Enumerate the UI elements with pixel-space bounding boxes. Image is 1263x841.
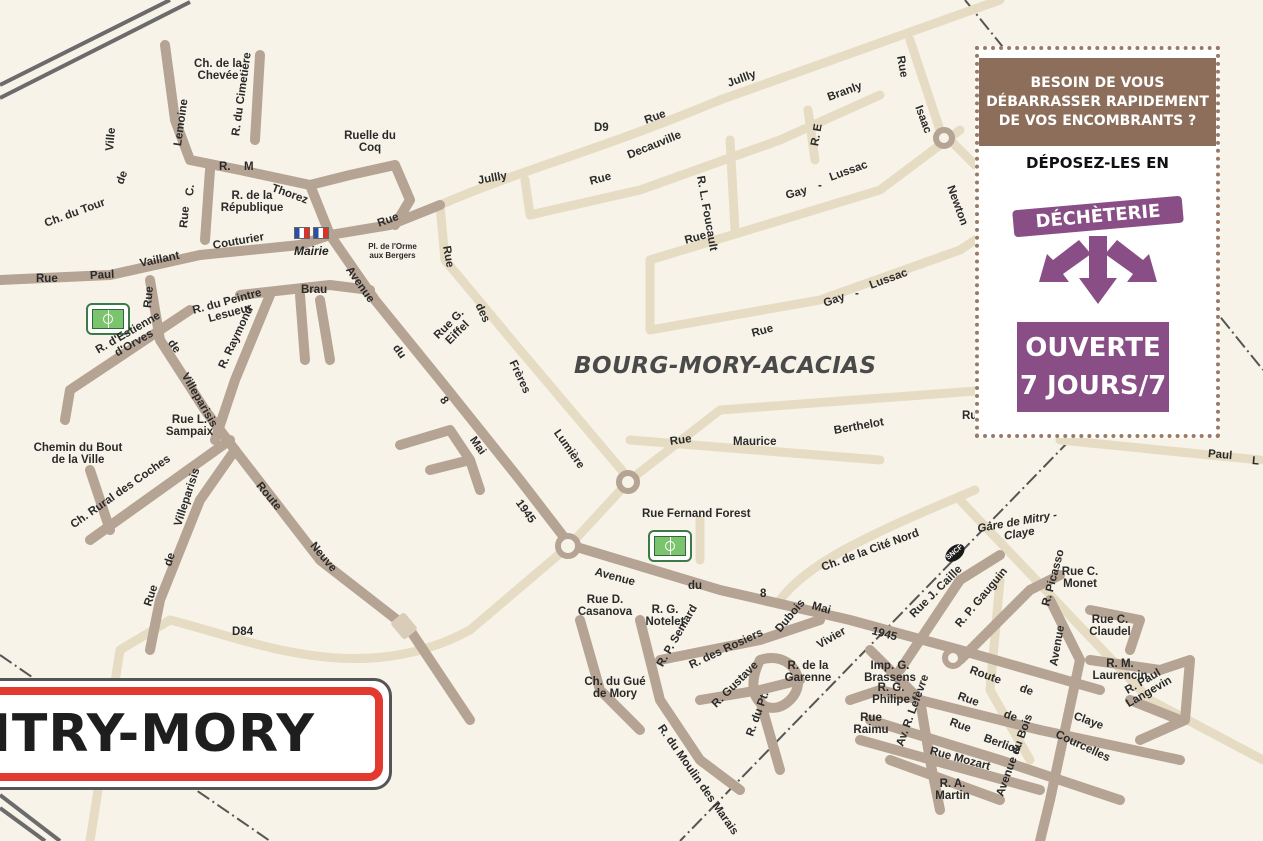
- street-label: du: [688, 580, 703, 592]
- road-label: D84: [232, 626, 254, 638]
- street-label: Rue Raimu: [853, 712, 889, 736]
- street-label: L: [1251, 455, 1260, 468]
- street-label: R. de la République: [220, 190, 284, 214]
- stadium-icon: [86, 303, 130, 335]
- street-label: Rue: [178, 205, 192, 229]
- street-label: M: [244, 161, 254, 173]
- flag-icon: [294, 227, 310, 239]
- panel-open-line2: 7 JOURS/7: [1019, 371, 1167, 401]
- main-roads: [0, 40, 1195, 841]
- stadium-icon: [648, 530, 692, 562]
- street-label: Ruelle du Coq: [344, 130, 396, 154]
- street-label: R. A. Martin: [935, 778, 970, 802]
- street-label: Rue L. Sampaix: [165, 414, 214, 438]
- street-label: 8: [760, 588, 767, 600]
- street-label: R. G. Philipe: [872, 682, 910, 706]
- street-label: Imp. G. Brassens: [864, 660, 916, 684]
- panel-decheterie: DÉCHÈTERIE: [1012, 195, 1184, 238]
- street-label: Ch. du Gué de Mory: [584, 676, 646, 700]
- arrows-icon: [1039, 236, 1157, 304]
- street-label: Chemin du Bout de la Ville: [33, 442, 123, 466]
- street-label: -: [855, 288, 859, 300]
- street-label: Rue D. Casanova: [577, 594, 633, 618]
- bridges: [391, 613, 417, 639]
- street-label: C.: [184, 184, 197, 197]
- road-label: D9: [594, 122, 609, 134]
- street-label: R. M. Laurencin: [1092, 658, 1148, 682]
- mairie-label: Mairie: [294, 244, 329, 258]
- panel-open-line1: OUVERTE: [1025, 333, 1161, 363]
- street-label: R. de la Garenne: [784, 660, 832, 684]
- city-sign-text: ITRY-MORY: [0, 704, 315, 764]
- street-label: Rue C. Claudel: [1089, 614, 1131, 638]
- panel-deposez: DÉPOSEZ-LES EN: [1026, 154, 1169, 172]
- street-label: R. G. Notelet: [645, 604, 685, 628]
- street-label: Rue: [36, 273, 58, 285]
- street-label: Brau: [301, 284, 328, 296]
- place-label: Pl. de l'Orme aux Bergers: [368, 242, 417, 260]
- street-label: Rue: [142, 285, 156, 309]
- street-label: Ville: [104, 127, 119, 152]
- district-label: BOURG-MORY-ACACIAS: [574, 353, 877, 379]
- street-label: -: [818, 180, 822, 192]
- decheterie-panel: BESOIN DE VOUS DÉBARRASSER RAPIDEMENT DE…: [975, 46, 1220, 438]
- street-label: Ch. de la Chevée: [194, 58, 242, 82]
- street-label: Maurice: [733, 436, 777, 448]
- mairie-marker[interactable]: Mairie: [294, 226, 334, 258]
- street-label: Ru: [962, 410, 978, 422]
- street-label: Paul: [89, 268, 115, 282]
- street-label: Rue C. Monet: [1061, 566, 1099, 590]
- street-label: Paul: [1207, 448, 1233, 463]
- panel-opening-hours: OUVERTE 7 JOURS/7: [1017, 322, 1169, 412]
- city-sign: ITRY-MORY: [0, 678, 392, 790]
- panel-header: BESOIN DE VOUS DÉBARRASSER RAPIDEMENT DE…: [979, 58, 1216, 146]
- roundabouts: [555, 127, 964, 669]
- flag-icon: [313, 227, 329, 239]
- street-label: R.: [219, 161, 231, 173]
- motorway: [0, 0, 191, 841]
- street-label: Rue Fernand Forest: [642, 508, 751, 520]
